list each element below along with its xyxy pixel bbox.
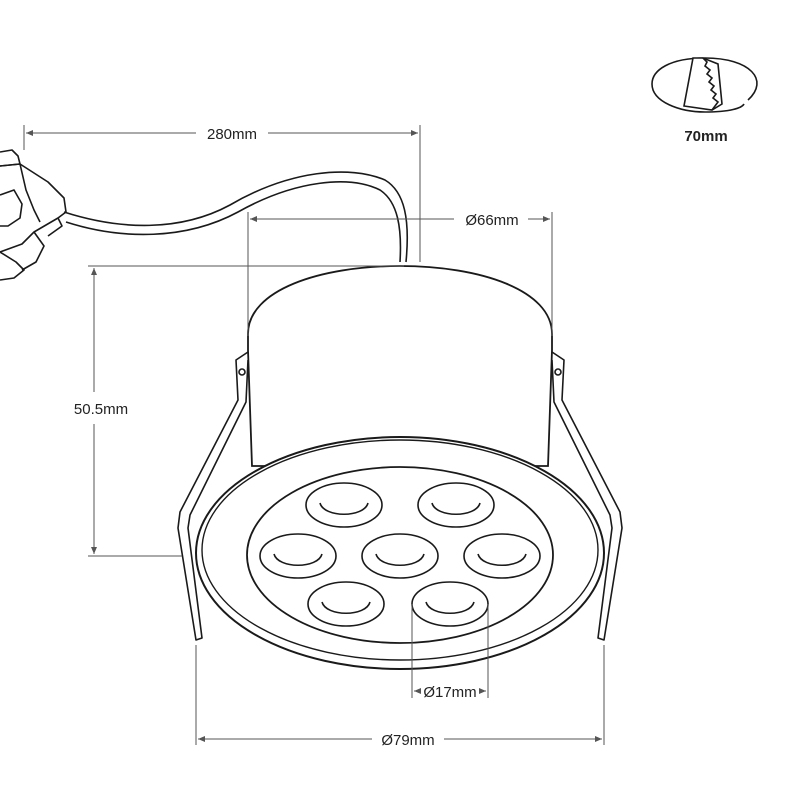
dim-lens-diameter — [411, 604, 489, 698]
height-label: 50.5mm — [74, 401, 128, 418]
lens-diameter-label: Ø17mm — [423, 684, 476, 701]
front-bezel — [195, 436, 605, 670]
led-lens — [305, 482, 383, 528]
dim-outer-diameter — [195, 645, 605, 745]
spring-clip-left — [177, 351, 249, 641]
led-lens — [259, 533, 337, 579]
cable-length-label: 280mm — [207, 126, 257, 143]
outer-diameter-label: Ø79mm — [381, 732, 434, 749]
cutout-label: 70mm — [684, 128, 727, 145]
led-lens — [307, 581, 385, 627]
led-lens — [463, 533, 541, 579]
spring-clip-right — [551, 351, 623, 641]
cable — [63, 171, 409, 263]
dim-body-diameter — [247, 212, 553, 336]
dim-height — [88, 265, 404, 557]
saw-cutout-icon — [651, 57, 758, 113]
led-lens-array — [259, 482, 541, 627]
led-lens — [361, 533, 439, 579]
body-diameter-label: Ø66mm — [465, 212, 518, 229]
dim-cable-length — [23, 125, 421, 262]
connector-block — [0, 149, 67, 281]
led-lens — [417, 482, 495, 528]
